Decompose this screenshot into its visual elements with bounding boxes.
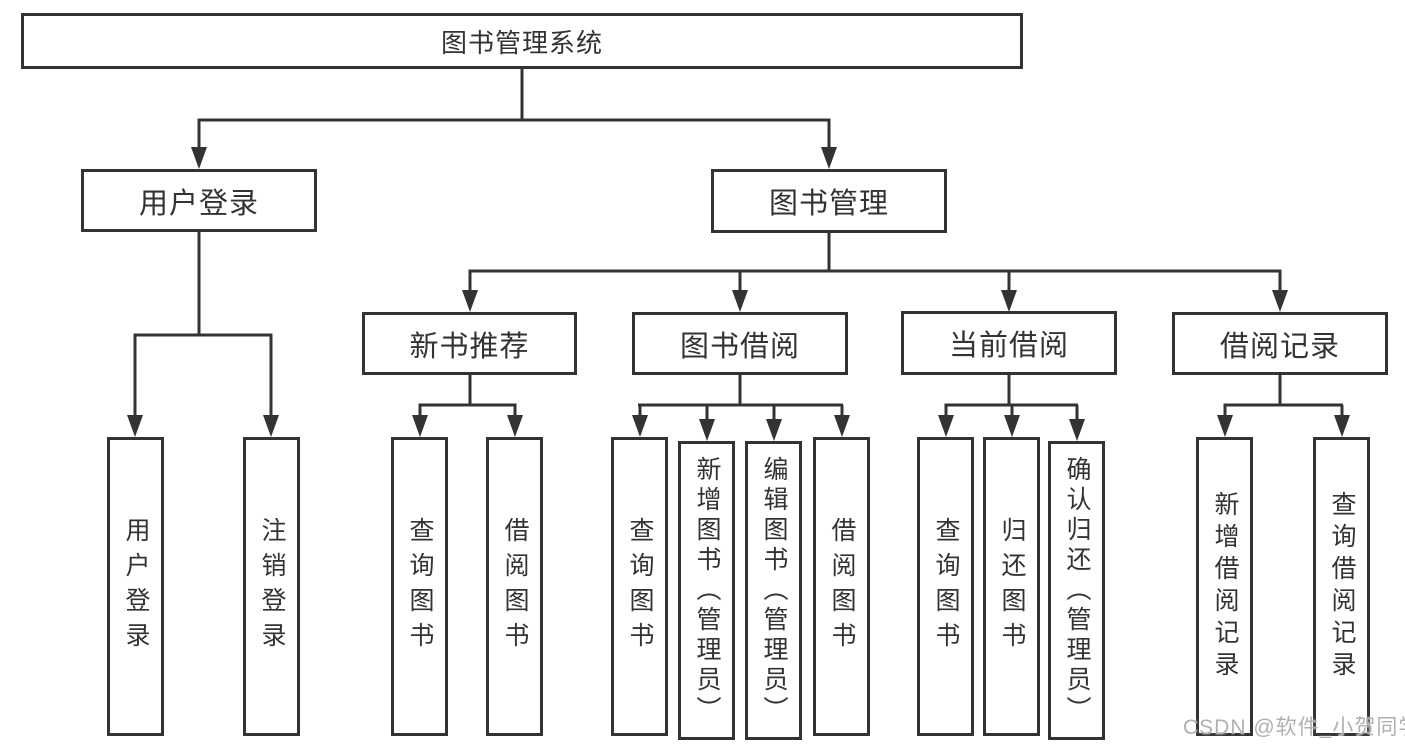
leaf-label: 归还图书 bbox=[998, 516, 1026, 657]
leaf-label: 新增图书（管理员） bbox=[693, 455, 721, 726]
leaf-query-books-2: 查询图书 bbox=[611, 437, 668, 736]
node-label: 图书管理 bbox=[768, 188, 889, 220]
leaf-query-borrow-record: 查询借阅记录 bbox=[1313, 437, 1370, 736]
leaf-label: 借阅图书 bbox=[501, 516, 529, 657]
leaf-label: 借阅图书 bbox=[828, 516, 856, 657]
leaf-return-books: 归还图书 bbox=[983, 437, 1040, 736]
leaf-edit-book-admin: 编辑图书（管理员） bbox=[745, 441, 802, 740]
leaf-label: 新增借阅记录 bbox=[1211, 490, 1239, 683]
node-borrowing-records: 借阅记录 bbox=[1172, 312, 1388, 375]
leaf-borrow-books-1: 借阅图书 bbox=[486, 437, 543, 736]
node-label: 当前借阅 bbox=[948, 330, 1069, 362]
node-user-login: 用户登录 bbox=[81, 169, 317, 232]
leaf-label: 查询借阅记录 bbox=[1328, 490, 1356, 683]
node-book-management: 图书管理 bbox=[711, 169, 947, 233]
node-label: 图书借阅 bbox=[679, 330, 800, 363]
leaf-label: 用户登录 bbox=[122, 516, 150, 657]
leaf-borrow-books-2: 借阅图书 bbox=[813, 437, 870, 736]
node-new-book-recommendation: 新书推荐 bbox=[362, 312, 577, 375]
leaf-user-login: 用户登录 bbox=[107, 437, 164, 736]
leaf-confirm-return-admin: 确认归还（管理员） bbox=[1048, 441, 1105, 740]
leaf-label: 查询图书 bbox=[932, 516, 960, 657]
node-label: 新书推荐 bbox=[409, 330, 530, 363]
leaf-add-book-admin: 新增图书（管理员） bbox=[678, 441, 735, 740]
leaf-add-borrow-record: 新增借阅记录 bbox=[1196, 437, 1253, 736]
leaf-label: 注销登录 bbox=[258, 516, 286, 657]
node-current-borrowing: 当前借阅 bbox=[901, 311, 1117, 375]
leaf-query-books-1: 查询图书 bbox=[391, 437, 448, 736]
watermark: CSDN @软件_小贺同学 bbox=[1183, 716, 1405, 739]
leaf-label: 查询图书 bbox=[406, 516, 434, 657]
leaf-label: 确认归还（管理员） bbox=[1063, 455, 1091, 726]
leaf-query-books-3: 查询图书 bbox=[917, 437, 974, 736]
node-book-borrowing: 图书借阅 bbox=[632, 312, 848, 375]
node-library-management-system: 图书管理系统 bbox=[21, 13, 1023, 69]
leaf-label: 查询图书 bbox=[626, 516, 654, 657]
node-label: 借阅记录 bbox=[1219, 330, 1340, 363]
node-label: 用户登录 bbox=[138, 187, 259, 220]
leaf-label: 编辑图书（管理员） bbox=[760, 455, 788, 726]
leaf-logout: 注销登录 bbox=[243, 437, 300, 736]
root-label: 图书管理系统 bbox=[440, 27, 603, 58]
